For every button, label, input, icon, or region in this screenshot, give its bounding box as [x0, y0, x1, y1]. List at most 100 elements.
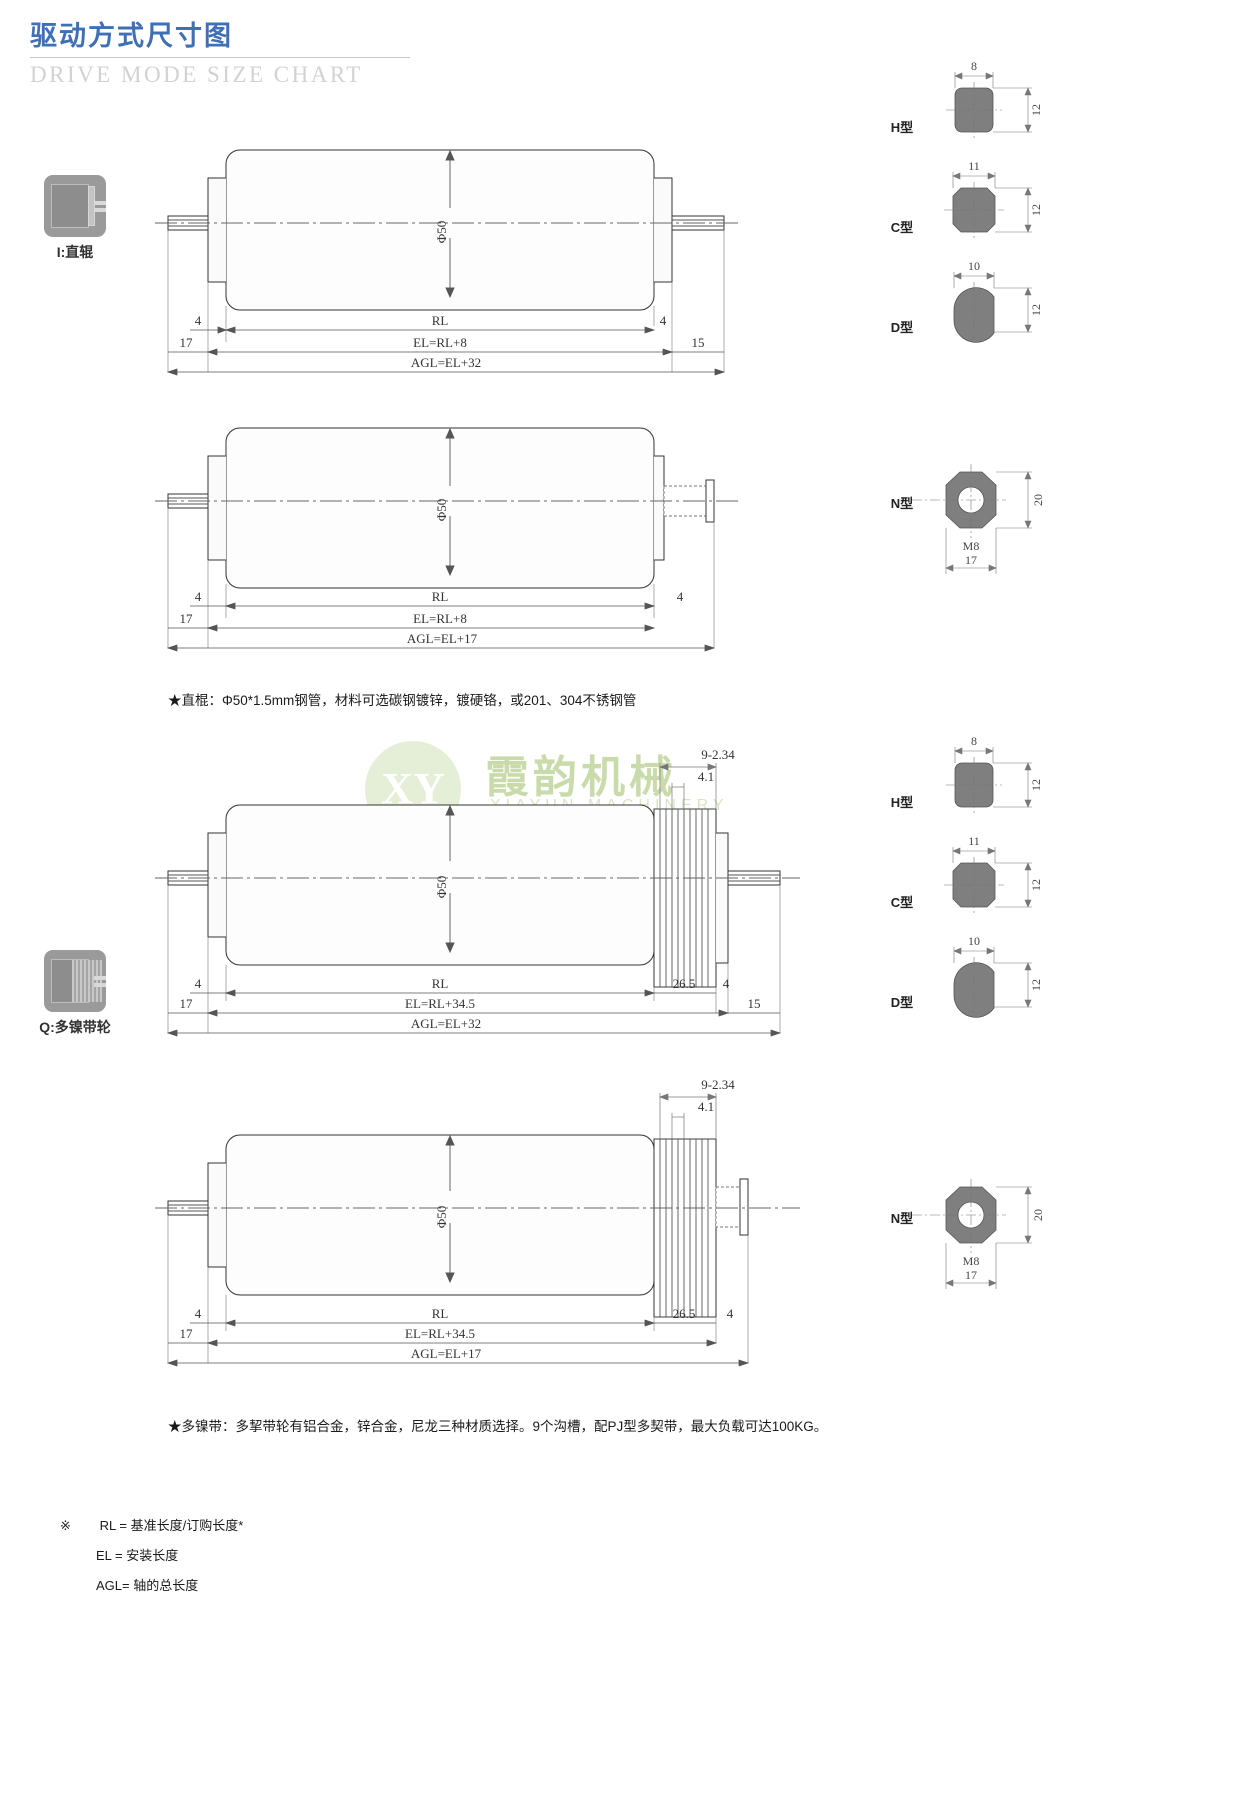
dim-el-2: EL=RL+8	[413, 611, 467, 626]
legend-row-el: EL = 安装长度	[60, 1545, 243, 1564]
dim-right-4-2: 4	[677, 589, 684, 604]
dim-groove-count-2: 9-2.34	[701, 1077, 735, 1092]
dim-chain-rl-4	[224, 1319, 656, 1327]
note-multi-groove-pulley: ★多镍带：多挈带轮有铝合金，锌合金，尼龙三种材质选择。9个沟槽，配PJ型多契带，…	[168, 1415, 827, 1435]
note-straight-roller: ★直棍：Φ50*1.5mm钢管，材料可选碳钢镀锌，镀硬铬，或201、304不锈钢…	[168, 689, 636, 709]
dim-right-4-1: 4	[660, 313, 667, 328]
profile-height-h-1: 12	[1029, 104, 1043, 116]
dim-right-265-3: 26.5	[673, 976, 696, 991]
diameter-callout-phi50-4	[445, 1134, 455, 1284]
roller-cap-shape	[88, 186, 95, 226]
dim-right-4-3: 4	[723, 976, 730, 991]
dim-rl-1: RL	[432, 313, 449, 328]
dim-agl-4: AGL=EL+17	[411, 1346, 482, 1361]
dim-diameter-top-1: Φ50	[434, 221, 449, 244]
dim-groove-pitch-2: 4.1	[698, 1099, 714, 1114]
profile-flats-n-1: 17	[965, 553, 977, 567]
legend-text-agl: AGL= 轴的总长度	[96, 1578, 199, 1593]
dim-chain-el-2	[206, 624, 656, 632]
dim-rl-4: RL	[432, 1306, 449, 1321]
shaft-profile-n-1: N型 20 M8 17	[880, 450, 1080, 610]
type-block-multi-groove-pulley: Q:多镍带轮	[10, 950, 140, 1037]
roller-shaft-shape-2	[94, 208, 106, 212]
dim-left-17-1: 17	[180, 335, 194, 350]
roller-barrel-2	[225, 427, 655, 589]
profile-thread-n-1: M8	[963, 539, 980, 553]
dim-chain-rl-2	[224, 602, 656, 610]
type-block-straight-roller: I:直辊	[10, 175, 140, 262]
diameter-callout-phi50	[445, 149, 455, 299]
dim-chain-el-3	[206, 1009, 730, 1017]
profile-height-d-1: 12	[1029, 304, 1043, 316]
dim-agl-3: AGL=EL+32	[411, 1016, 481, 1031]
diameter-callout-phi50-3	[445, 804, 455, 954]
dim-right-15-1: 15	[692, 335, 705, 350]
dim-diameter-top-3: Φ50	[434, 876, 449, 899]
dim-chain-agl-4	[166, 1359, 750, 1367]
dim-groove-pitch-1: 4.1	[698, 769, 714, 784]
groove-callout-leaders-2	[659, 1093, 717, 1139]
dim-left-17-3: 17	[180, 996, 194, 1011]
dim-left-4-3: 4	[195, 976, 202, 991]
dim-left-17-2: 17	[180, 611, 194, 626]
multi-groove-pulley-icon	[44, 950, 106, 1012]
pulley-groove-teeth-2	[654, 1138, 716, 1318]
drawing-straight-roller-top: Φ50 RL 4 4 EL=RL+8 17 15 AG	[150, 120, 890, 400]
dim-el-3: EL=RL+34.5	[405, 996, 475, 1011]
profile-height-c-2: 12	[1029, 879, 1043, 891]
dim-el-1: EL=RL+8	[413, 335, 467, 350]
shaft-profiles-group-2: H型 8 12 C型 11 12 D型 10 12	[880, 734, 1080, 1035]
dim-chain-rl-3	[224, 989, 656, 997]
pulley-shaft-shape	[94, 976, 106, 980]
straight-roller-icon	[44, 175, 106, 237]
dim-el-4: EL=RL+34.5	[405, 1326, 475, 1341]
drawing-straight-roller-bottom: Φ50 RL 4 4 EL=RL+8 17 AGL=EL+17	[150, 400, 890, 670]
dim-left-4-4: 4	[195, 1306, 202, 1321]
dim-agl-1: AGL=EL+32	[411, 355, 481, 370]
profile-label-n-2: N型	[891, 1211, 913, 1226]
profile-width-h-1: 8	[971, 59, 977, 73]
shaft-profiles-group-1: H型 8 12 C型 11 12 D型 10 12	[880, 59, 1080, 360]
dim-chain-el-4	[206, 1339, 718, 1347]
profile-height-h-2: 12	[1029, 779, 1043, 791]
roller-body-shape	[51, 184, 89, 228]
dim-diameter-top-2: Φ50	[434, 499, 449, 522]
dim-chain-el-1	[206, 348, 674, 356]
profile-label-c-2: C型	[891, 895, 913, 910]
groove-callout-leaders	[659, 763, 717, 809]
title-divider	[30, 57, 410, 58]
profile-label-d-1: D型	[891, 320, 913, 335]
profile-label-d-2: D型	[891, 995, 913, 1010]
dim-left-4-1: 4	[195, 313, 202, 328]
dim-rl-2: RL	[432, 589, 449, 604]
dim-right-4-4: 4	[727, 1306, 734, 1321]
dim-chain-agl-3	[166, 1029, 782, 1037]
type-label-straight-roller: I:直辊	[56, 244, 94, 260]
profile-height-d-2: 12	[1029, 979, 1043, 991]
note-multi-groove-pulley-text: ★多镍带：多挈带轮有铝合金，锌合金，尼龙三种材质选择。9个沟槽，配PJ型多契带，…	[168, 1419, 828, 1434]
drawing-pulley-bottom: Φ50 9-2.34 4.1 RL 4 26.5 4 EL=RL+34.5	[150, 1075, 890, 1385]
pulley-shaft-shape-2	[94, 983, 106, 987]
dim-chain-rl-1	[224, 326, 656, 334]
dim-chain-agl-1	[166, 368, 726, 376]
dim-diameter-top-4: Φ50	[434, 1206, 449, 1229]
dim-right-15-3: 15	[748, 996, 761, 1011]
legend-mark-icon: ※	[60, 1518, 71, 1533]
pulley-groove-teeth	[654, 808, 716, 988]
page-header: 驱动方式尺寸图 DRIVE MODE SIZE CHART	[30, 14, 1220, 88]
dim-chain-agl-2	[166, 644, 716, 652]
dim-right-265-4: 26.5	[673, 1306, 696, 1321]
shaft-profile-n-2: N型 20 M8 17	[880, 1165, 1080, 1325]
profile-label-h-1: H型	[891, 120, 913, 135]
dim-left-4-2: 4	[195, 589, 202, 604]
dim-rl-3: RL	[432, 976, 449, 991]
pulley-barrel-2	[225, 1134, 655, 1296]
profile-width-c-2: 11	[968, 834, 980, 848]
profile-width-h-2: 8	[971, 734, 977, 748]
profile-width-c-1: 11	[968, 159, 980, 173]
drawing-pulley-top: Φ50 9-2.34 4.1 RL 4 26.5 4 EL=RL+	[150, 745, 890, 1055]
pulley-barrel	[225, 804, 655, 966]
dim-agl-2: AGL=EL+17	[407, 631, 478, 646]
profile-flats-n-2: 17	[965, 1268, 977, 1282]
profile-label-c-1: C型	[891, 220, 913, 235]
